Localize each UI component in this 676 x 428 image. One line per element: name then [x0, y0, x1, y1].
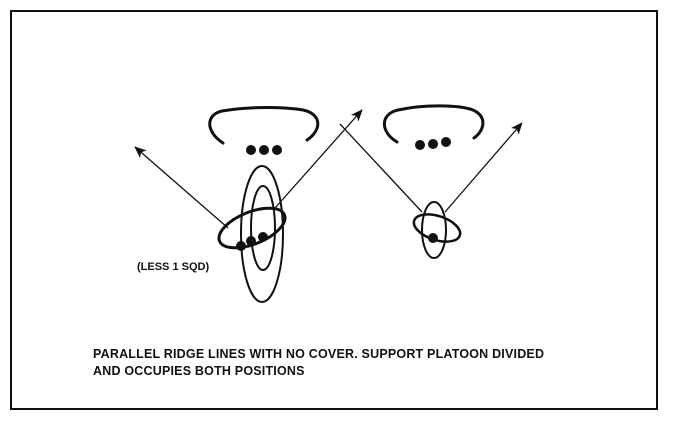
weapon-dot	[428, 233, 438, 243]
position-outline-vertical	[421, 201, 447, 259]
right-fire-arrow	[444, 122, 523, 213]
diagram-caption: PARALLEL RIDGE LINES WITH NO COVER. SUPP…	[93, 346, 633, 380]
position-outline-inner	[250, 185, 276, 271]
weapon-dot	[258, 232, 268, 242]
position-outline-outer	[240, 165, 284, 303]
squad-dot	[428, 139, 438, 149]
right-crossing-arrow	[339, 123, 423, 213]
left-support-position	[217, 165, 287, 303]
weapon-dot	[246, 236, 256, 246]
left-squad-dots	[246, 145, 282, 155]
weapon-dot	[236, 241, 246, 251]
squad-dot	[415, 140, 425, 150]
caption-line-2: AND OCCUPIES BOTH POSITIONS	[93, 364, 305, 378]
less-squad-label: (LESS 1 SQD)	[137, 261, 209, 273]
squad-dot	[272, 145, 282, 155]
right-support-position	[412, 201, 462, 259]
position-outline-cross	[412, 213, 462, 243]
squad-dot	[259, 145, 269, 155]
right-squad-dots	[415, 137, 451, 150]
center-fire-arrow	[274, 109, 363, 209]
diagram-frame	[10, 10, 658, 410]
squad-dot	[441, 137, 451, 147]
position-outline-cross	[217, 206, 287, 250]
left-fire-arrow	[134, 146, 229, 229]
caption-line-1: PARALLEL RIDGE LINES WITH NO COVER. SUPP…	[93, 347, 545, 361]
left-ridge-line	[208, 106, 320, 145]
right-ridge-line	[382, 104, 485, 144]
squad-dot	[246, 145, 256, 155]
